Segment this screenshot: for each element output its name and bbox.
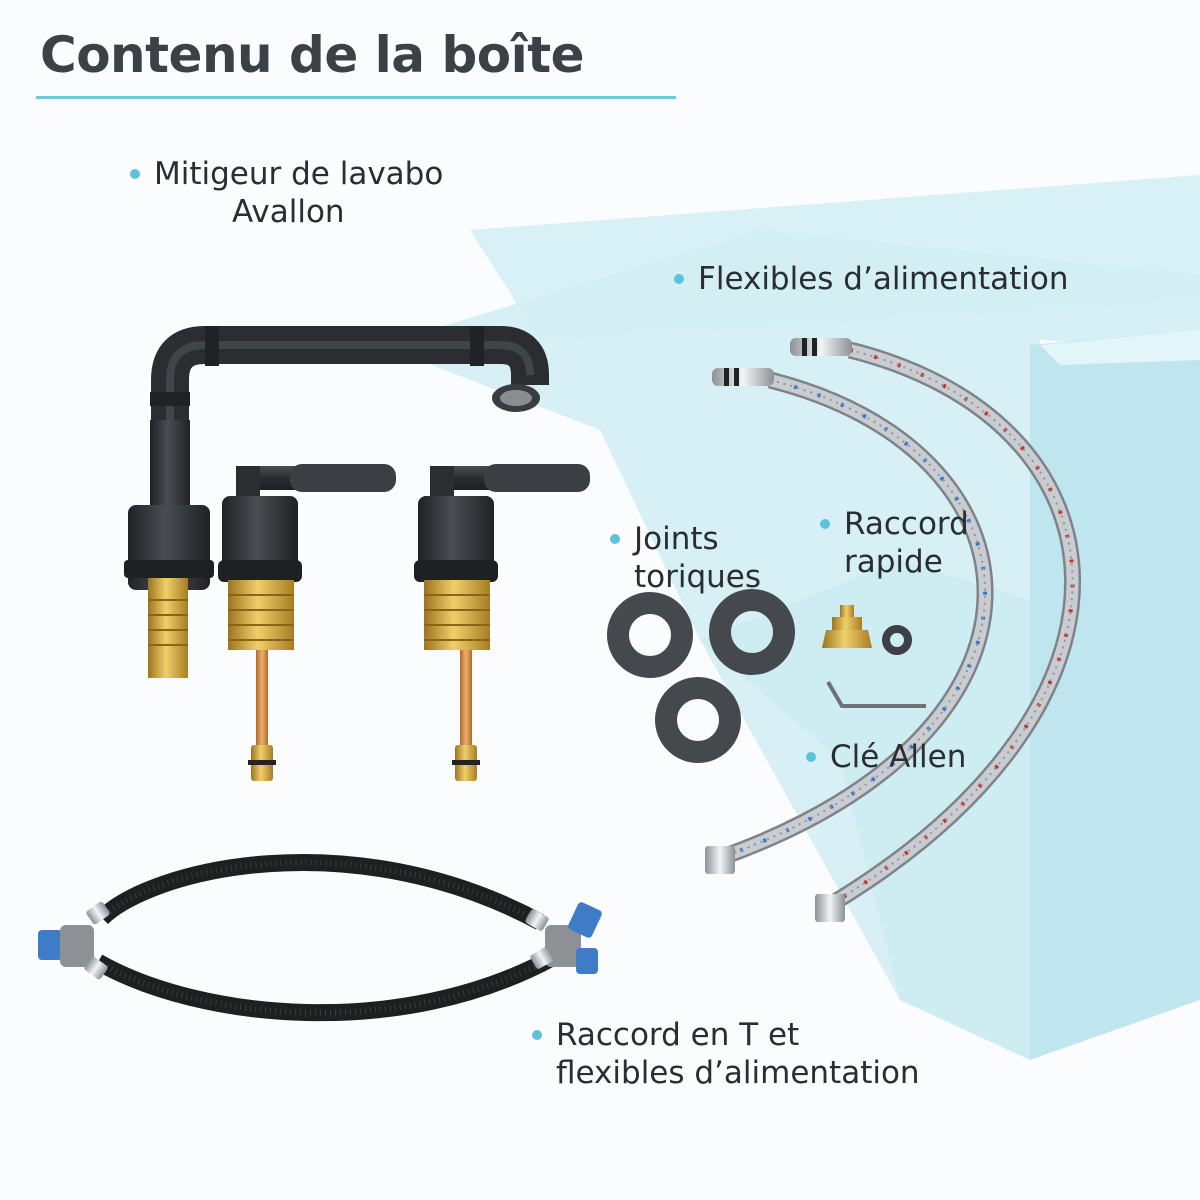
label-line: Raccord xyxy=(844,506,969,542)
title-underline xyxy=(36,96,676,99)
right-valve-icon xyxy=(414,464,590,781)
quick-connector-icon xyxy=(822,605,912,655)
label-supply-hoses: Flexibles d’alimentation xyxy=(674,260,1069,298)
label-faucet: Mitigeur de lavabo Avallon xyxy=(130,155,444,231)
tee-connector-icon xyxy=(38,854,602,1022)
bullet-icon xyxy=(806,752,816,762)
page-title: Contenu de la boîte xyxy=(40,26,585,84)
bullet-icon xyxy=(130,169,140,179)
label-line: Avallon xyxy=(232,194,345,230)
label-line: Clé Allen xyxy=(830,739,967,775)
label-line: Joints xyxy=(634,521,719,557)
bullet-icon xyxy=(610,534,620,544)
bullet-icon xyxy=(674,274,684,284)
label-quick-connector: Raccord rapide xyxy=(820,505,969,581)
label-line: Mitigeur de lavabo xyxy=(154,156,444,192)
allen-key-icon xyxy=(826,680,926,708)
faucet-icon xyxy=(124,326,590,781)
braided-hose-icon xyxy=(705,338,1081,922)
label-line: rapide xyxy=(844,544,943,580)
label-allen-key: Clé Allen xyxy=(806,738,967,776)
o-ring-icon xyxy=(607,589,795,763)
bullet-icon xyxy=(532,1030,542,1040)
label-line: toriques xyxy=(634,559,762,595)
label-tee-hoses: Raccord en T et flexibles d’alimentation xyxy=(532,1016,920,1092)
left-valve-icon xyxy=(218,464,396,781)
label-line: flexibles d’alimentation xyxy=(556,1055,920,1091)
label-line: Flexibles d’alimentation xyxy=(698,261,1069,297)
bullet-icon xyxy=(820,519,830,529)
label-line: Raccord en T et xyxy=(556,1017,800,1053)
label-o-rings: Joints toriques xyxy=(610,520,762,596)
